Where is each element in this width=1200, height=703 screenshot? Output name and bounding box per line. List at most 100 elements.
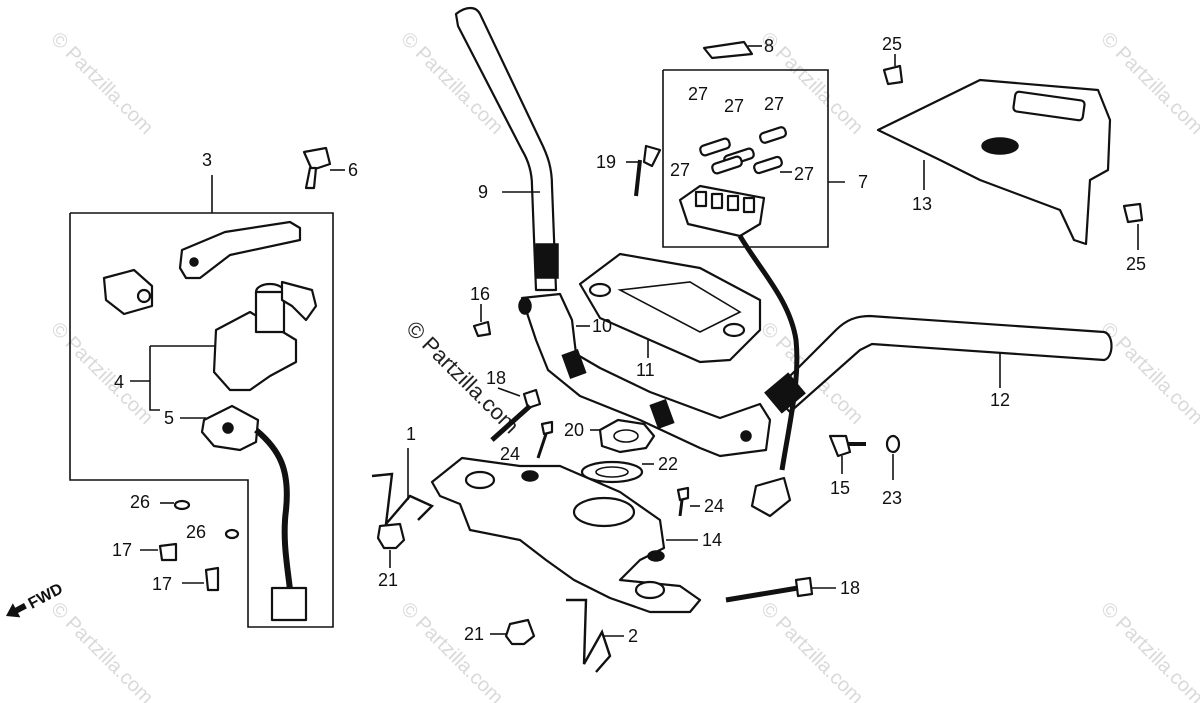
callout-23: 23: [882, 488, 902, 508]
watermark: © Partzilla.com: [1096, 318, 1200, 429]
bolt-18a-head: [522, 388, 542, 410]
watermark: © Partzilla.com: [1096, 598, 1200, 703]
leader-4-bracket: [149, 346, 160, 411]
callout-11: 11: [636, 360, 655, 380]
bridge-boss: [647, 550, 665, 562]
indicator-panel: [1012, 90, 1086, 122]
screw-17b: [204, 566, 220, 592]
callout-27d: 27: [670, 160, 690, 180]
fuses-27: [699, 126, 787, 175]
fork-bore-left: [464, 470, 496, 490]
watermark: © Partzilla.com: [46, 318, 157, 429]
ignition-key: [280, 280, 318, 322]
fuse-slots: [694, 190, 756, 214]
callout-14: 14: [702, 530, 722, 550]
left-grip-knurl: [535, 243, 559, 279]
switch-bracket: [102, 268, 154, 316]
cover-opening: [981, 137, 1019, 155]
bolt-19-head: [642, 144, 662, 168]
callout-10: 10: [592, 316, 612, 336]
callout-15: 15: [830, 478, 850, 498]
callout-13: 13: [912, 194, 932, 214]
callout-17a: 17: [112, 540, 132, 560]
handlebar-right: [770, 314, 1113, 414]
cover-screw: [189, 257, 199, 267]
watermark: © Partzilla.com: [46, 598, 157, 703]
clamp-band-right: [649, 399, 675, 429]
cap-nut-21b: [504, 618, 536, 646]
bolt-25b: [1122, 202, 1144, 224]
callout-6: 6: [348, 160, 358, 180]
group-bracket-3: [69, 212, 334, 628]
cap-nut-21a: [376, 522, 406, 550]
fuse: [753, 155, 783, 175]
screw-24a-shaft: [536, 433, 548, 459]
screw-24b: [676, 486, 690, 502]
callout-26b: 26: [186, 522, 206, 542]
callout-12: 12: [990, 390, 1010, 410]
watermark: © Partzilla.com: [46, 28, 157, 139]
bolt-18b-shaft: [725, 585, 799, 603]
washer-22: [580, 460, 644, 484]
bolt-18b-head: [794, 576, 814, 598]
screw-17a: [158, 542, 178, 562]
callout-20: 20: [564, 420, 584, 440]
bridge-boss: [521, 470, 539, 482]
bolt-19-shaft: [634, 159, 642, 197]
callout-8: 8: [764, 36, 774, 56]
bolt-18a-shaft: [490, 404, 532, 442]
callout-labels: 1 2 3 4 5 6 7 8 9 10 11 12 13 14 15 16 1…: [112, 34, 1146, 646]
washer-22-hole: [595, 466, 629, 478]
fwd-arrow-icon: [6, 603, 27, 618]
callout-4: 4: [114, 372, 124, 392]
callout-26a: 26: [130, 492, 150, 512]
callout-27a: 27: [688, 84, 708, 104]
bracket-hole: [136, 288, 152, 304]
fuse-box-wire: [737, 234, 800, 471]
upper-holder: [578, 252, 762, 364]
washer-26a: [173, 499, 191, 511]
callout-1: 1: [406, 424, 416, 444]
callout-27c: 27: [764, 94, 784, 114]
callout-2: 2: [628, 626, 638, 646]
ignition-cover: [178, 220, 302, 280]
holder-bolt: [740, 430, 752, 442]
callout-9: 9: [478, 182, 488, 202]
fuse: [759, 126, 787, 144]
bolt-25a: [882, 64, 904, 86]
fuse-label-sticker: [702, 40, 754, 60]
callout-16: 16: [470, 284, 490, 304]
bolt-16: [472, 320, 492, 338]
wire-clip-2: [566, 598, 612, 673]
watermark: © Partzilla.com: [1096, 28, 1200, 139]
callout-27b: 27: [724, 96, 744, 116]
upper-holder-recess: [617, 281, 742, 333]
fuse-slot: [742, 196, 756, 214]
callout-21b: 21: [464, 624, 484, 644]
watermark: © Partzilla.com: [396, 598, 507, 703]
fuse-slot: [710, 192, 724, 210]
stem-bore: [572, 496, 636, 528]
switch-barrel: [254, 290, 286, 334]
fuse: [711, 155, 743, 175]
watermark: © Partzilla.com: [756, 598, 867, 703]
holder-boss: [588, 282, 612, 298]
callout-5: 5: [164, 408, 174, 428]
callout-18b: 18: [840, 578, 860, 598]
callout-24b: 24: [704, 496, 724, 516]
spare-key-head: [302, 146, 332, 172]
ignition-connector: [270, 586, 308, 622]
callout-27e: 27: [794, 164, 814, 184]
callout-25b: 25: [1126, 254, 1146, 274]
screw-24b-shaft: [678, 499, 684, 517]
base-terminal: [222, 422, 234, 434]
fuse-slot: [726, 194, 740, 212]
ignition-wire-harness: [254, 427, 293, 591]
washer-26b: [224, 528, 240, 540]
callout-24a: 24: [500, 444, 520, 464]
callout-22: 22: [658, 454, 678, 474]
holder-boss: [722, 322, 746, 338]
holder-end-left: [518, 297, 532, 315]
